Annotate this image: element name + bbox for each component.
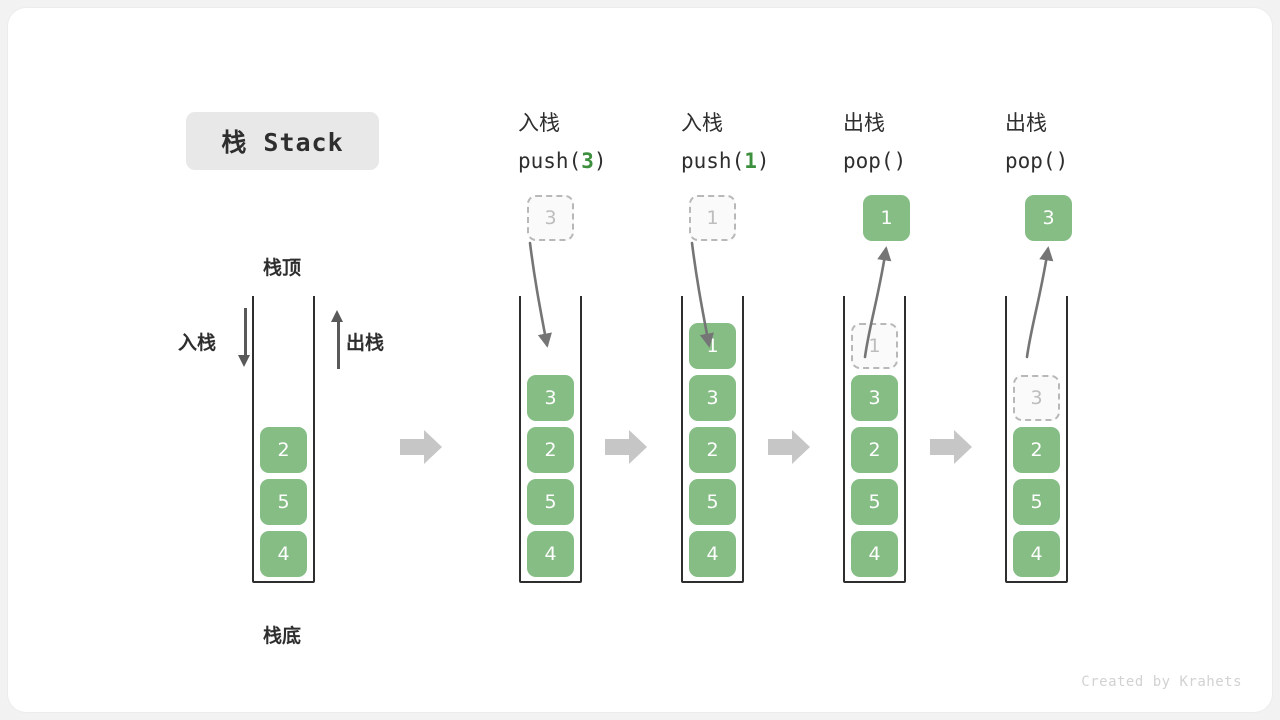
stack-element-3: 3	[527, 375, 574, 421]
operation-close-paren: )	[893, 149, 907, 173]
stack-floor	[681, 581, 744, 583]
column-header-operation: pop()	[843, 142, 906, 180]
operation-close-paren: )	[593, 149, 607, 173]
stack-wall-right	[742, 296, 744, 581]
stack-element-5: 5	[527, 479, 574, 525]
separator-arrow-3	[768, 430, 810, 464]
stack-column-initial: 2 5 4	[252, 296, 315, 583]
stack-element-3: 3	[851, 375, 898, 421]
stack-wall-right	[313, 296, 315, 581]
stack-element-2: 2	[260, 427, 307, 473]
push-flow-arrow	[690, 241, 714, 348]
column-header-cjk: 入栈	[518, 111, 560, 135]
operation-name: pop(	[843, 149, 894, 173]
column-header-pop-1: 出栈 pop()	[843, 104, 906, 180]
stack-floor	[252, 581, 315, 583]
column-header-push-1: 入栈 push(1)	[681, 104, 770, 180]
column-header-push-3: 入栈 push(3)	[518, 104, 607, 180]
stack-wall-right	[904, 296, 906, 581]
stack-wall-left	[519, 296, 521, 581]
incoming-element-3: 3	[527, 195, 574, 241]
operation-name: push(	[518, 149, 582, 173]
column-header-operation: push(3)	[518, 142, 607, 180]
stack-column-pop-2: 3 2 5 4	[1005, 296, 1068, 583]
stack-element-2: 2	[1013, 427, 1060, 473]
operation-close-paren: )	[1055, 149, 1069, 173]
popped-element-1: 1	[863, 195, 910, 241]
stack-wall-left	[1005, 296, 1007, 581]
stack-floor	[1005, 581, 1068, 583]
diagram-title-pill: 栈 Stack	[186, 112, 379, 170]
stack-element-4: 4	[689, 531, 736, 577]
operation-argument: 3	[581, 149, 594, 173]
push-direction-label: 入栈	[178, 332, 217, 354]
operation-close-paren: )	[756, 149, 770, 173]
push-flow-arrow	[528, 241, 552, 348]
operation-name: push(	[681, 149, 745, 173]
stack-element-2: 2	[851, 427, 898, 473]
stack-element-3: 3	[689, 375, 736, 421]
stack-element-3-ghost: 3	[1013, 375, 1060, 421]
stack-element-5: 5	[689, 479, 736, 525]
stack-element-1-ghost: 1	[851, 323, 898, 369]
stack-column-push-3: 3 2 5 4	[519, 296, 582, 583]
column-header-operation: pop()	[1005, 142, 1068, 180]
pop-flow-arrow	[863, 246, 892, 359]
stack-element-5: 5	[851, 479, 898, 525]
stack-element-2: 2	[527, 427, 574, 473]
pop-up-arrow-shaft	[337, 321, 340, 369]
stack-element-2: 2	[689, 427, 736, 473]
push-down-arrow-shaft	[244, 308, 247, 356]
push-down-arrow-head	[238, 355, 250, 367]
pop-flow-arrow	[1025, 246, 1054, 359]
stack-element-4: 4	[527, 531, 574, 577]
stack-column-pop-1: 1 3 2 5 4	[843, 296, 906, 583]
column-header-operation: push(1)	[681, 142, 770, 180]
separator-arrow-2	[605, 430, 647, 464]
stack-wall-right	[1066, 296, 1068, 581]
stack-wall-right	[580, 296, 582, 581]
popped-element-3: 3	[1025, 195, 1072, 241]
separator-arrow-4	[930, 430, 972, 464]
stack-element-4: 4	[1013, 531, 1060, 577]
operation-argument: 1	[744, 149, 757, 173]
stack-element-4: 4	[260, 531, 307, 577]
stack-wall-left	[681, 296, 683, 581]
stack-top-label: 栈顶	[263, 257, 302, 279]
stack-element-5: 5	[1013, 479, 1060, 525]
pop-direction-label: 出栈	[346, 332, 385, 354]
separator-arrow-1	[400, 430, 442, 464]
column-header-pop-2: 出栈 pop()	[1005, 104, 1068, 180]
stack-element-5: 5	[260, 479, 307, 525]
page-title: 栈 Stack	[221, 128, 344, 157]
stack-floor	[519, 581, 582, 583]
operation-name: pop(	[1005, 149, 1056, 173]
column-header-cjk: 出栈	[1005, 111, 1047, 135]
stack-element-4: 4	[851, 531, 898, 577]
column-header-cjk: 入栈	[681, 111, 723, 135]
pop-up-arrow-head	[331, 310, 343, 322]
incoming-element-1: 1	[689, 195, 736, 241]
stack-wall-left	[252, 296, 254, 581]
watermark: Created by Krahets	[1081, 674, 1242, 690]
column-header-cjk: 出栈	[843, 111, 885, 135]
stack-bottom-label: 栈底	[263, 625, 302, 647]
stack-floor	[843, 581, 906, 583]
stack-wall-left	[843, 296, 845, 581]
